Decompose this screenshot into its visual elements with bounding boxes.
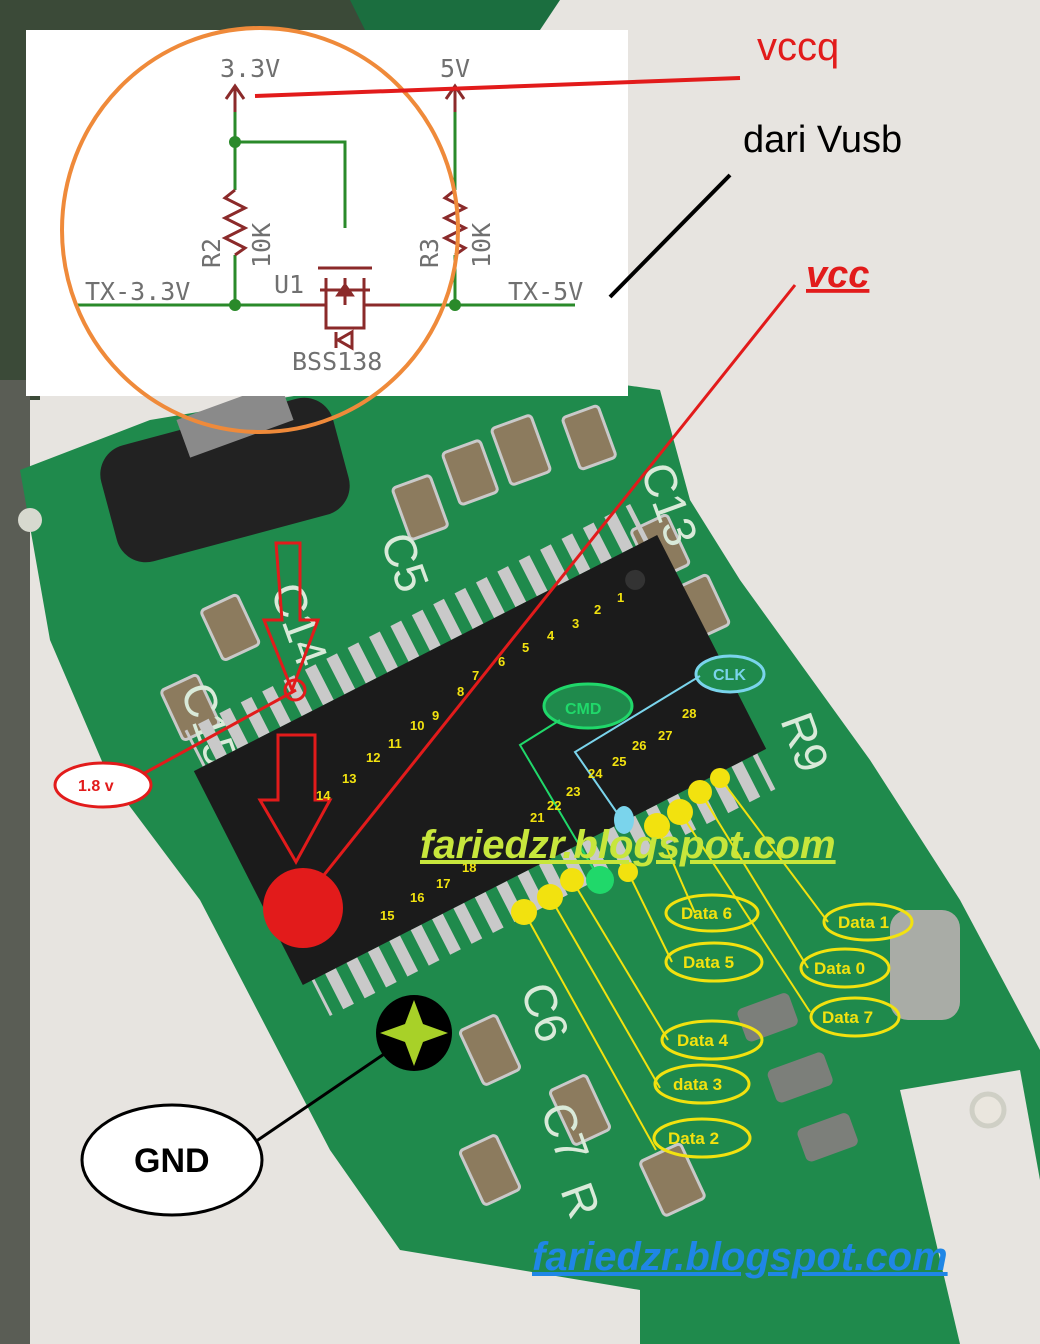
pin-number: 2	[594, 602, 601, 617]
vcc-dot	[263, 868, 343, 948]
cmd-trace	[518, 719, 601, 881]
data4-label: Data 4	[677, 1031, 729, 1050]
node-dot	[229, 136, 241, 148]
pin-number: 16	[410, 890, 424, 905]
pin-number: 27	[658, 728, 672, 743]
gnd-label: GND	[134, 1142, 210, 1180]
net-tx-5v: TX-5V	[508, 277, 583, 306]
data2-bubble	[652, 1117, 752, 1159]
v18-bubble	[53, 761, 153, 809]
gray-pads	[737, 910, 960, 1162]
vcc-label: vcc	[806, 254, 869, 296]
data0-bubble	[799, 947, 891, 989]
r3-value: 10K	[467, 223, 496, 268]
chip-pin1-dot	[625, 569, 646, 590]
red-arrow-1v8	[261, 541, 321, 695]
v18-label: 1.8 v	[78, 778, 114, 795]
r2-value: 10K	[247, 223, 276, 268]
pin-number: 10	[410, 718, 424, 733]
data4-bubble	[660, 1019, 764, 1061]
pin-number: 23	[566, 784, 580, 799]
schematic: 3.3V 5V R2 10K R3 10K U1 BSS138 TX-3.3V …	[75, 54, 583, 376]
watermark-blue: fariedzr.blogspot.com	[532, 1235, 948, 1279]
vccq-label: vccq	[757, 25, 839, 69]
dark-left-strip	[0, 380, 30, 1344]
pin-number: 14	[316, 788, 331, 803]
dari-vusb-label: dari Vusb	[743, 119, 902, 161]
vcc-pointer	[298, 284, 797, 906]
chip-legs-top	[184, 503, 649, 767]
data7-bubble	[809, 996, 901, 1038]
pin-number-labels: 1 2 3 4 5 6 7 8 9 10 11 12 13 14 15 16 1…	[316, 590, 696, 923]
watermark-green: fariedzr.blogspot.com	[420, 823, 836, 867]
data5-bubble	[664, 941, 764, 983]
pin-number: 28	[682, 706, 696, 721]
pin-number: 21	[530, 810, 544, 825]
data6-label: Data 6	[681, 904, 732, 923]
net-tx-3v3: TX-3.3V	[85, 277, 190, 306]
data7-label: Data 7	[822, 1008, 873, 1027]
data1-label: Data 1	[838, 913, 889, 932]
red-arrow-vcc	[257, 733, 333, 866]
pin-number: 24	[588, 766, 603, 781]
pin-number: 5	[522, 640, 529, 655]
v18-pointer	[131, 688, 297, 782]
mounting-hole	[969, 1091, 1007, 1129]
r2-name: R2	[197, 238, 226, 268]
pin-number: 13	[342, 771, 356, 786]
rail-5v-label: 5V	[440, 54, 470, 83]
data2-label: Data 2	[668, 1129, 719, 1148]
node-dot	[229, 299, 241, 311]
data-bubbles	[652, 893, 914, 1159]
data1-bubble	[822, 902, 914, 942]
pin-number: 15	[380, 908, 394, 923]
pcb-slot	[900, 1070, 1040, 1344]
chip-body	[193, 535, 767, 985]
pin-number: 18	[462, 860, 476, 875]
clk-trace	[573, 675, 701, 821]
pin-number: 8	[457, 684, 464, 699]
clk-pin-marker	[614, 806, 634, 834]
clk-bubble	[694, 654, 766, 694]
cmd-label: CMD	[565, 701, 601, 718]
pin-number: 3	[572, 616, 579, 631]
pin-number: 12	[366, 750, 380, 765]
orange-highlight-circle	[60, 26, 460, 434]
clk-label: CLK	[713, 667, 746, 684]
mounting-hole-left	[18, 508, 42, 532]
data6-bubble	[664, 893, 760, 933]
vusb-pointer	[608, 173, 732, 299]
gnd-bubble	[80, 1103, 264, 1217]
cmd-pin-marker	[586, 866, 614, 894]
black-component	[100, 397, 350, 563]
pin-number: 7	[472, 668, 479, 683]
pin-number: 6	[498, 654, 505, 669]
pin-number: 1	[617, 590, 624, 605]
pin-number: 25	[612, 754, 626, 769]
vccq-pointer	[254, 76, 741, 98]
pin-number: 4	[547, 628, 555, 643]
cmd-bubble	[542, 682, 634, 730]
data5-label: Data 5	[683, 953, 734, 972]
pin-number: 11	[388, 736, 402, 751]
gnd-star-icon	[380, 1000, 448, 1066]
data3-label: data 3	[673, 1075, 722, 1094]
data-label-texts: Data 6 Data 5 Data 4 data 3 Data 2 Data …	[668, 904, 889, 1148]
pin-number: 26	[632, 738, 646, 753]
v18-pin-marker	[283, 678, 307, 702]
pad-top	[176, 382, 294, 458]
rail-3v3-label: 3.3V	[220, 54, 280, 83]
schematic-panel	[26, 30, 628, 396]
r3-name: R3	[415, 238, 444, 268]
data0-label: Data 0	[814, 959, 865, 978]
pin-number: 17	[436, 876, 450, 891]
pin-number: 22	[547, 798, 561, 813]
data3-bubble	[653, 1063, 751, 1105]
u1-name: U1	[274, 270, 304, 299]
u1-part: BSS138	[292, 347, 382, 376]
pin-number: 9	[432, 708, 439, 723]
node-dot	[449, 299, 461, 311]
